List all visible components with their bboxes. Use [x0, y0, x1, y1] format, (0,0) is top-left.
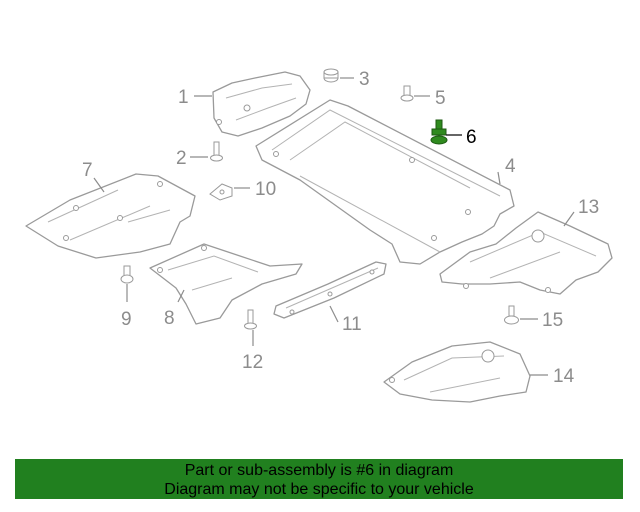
- callout-10: 10: [255, 179, 276, 200]
- callout-12: 12: [242, 352, 263, 373]
- part-7-shield: [25, 173, 196, 259]
- callout-11: 11: [342, 314, 362, 335]
- part-6-fastener-highlighted: [430, 119, 448, 145]
- callout-1: 1: [178, 87, 189, 108]
- callout-2: 2: [176, 148, 187, 169]
- part-1-shield: [212, 71, 311, 137]
- callout-3: 3: [359, 69, 370, 90]
- callout-9: 9: [121, 309, 132, 330]
- info-banner: Part or sub-assembly is #6 in diagram Di…: [15, 459, 623, 499]
- callout-15: 15: [542, 310, 563, 331]
- part-10-bracket: [209, 183, 233, 201]
- part-15-bolt: [504, 305, 519, 325]
- callout-8: 8: [164, 308, 175, 329]
- callout-7: 7: [82, 160, 93, 181]
- part-14-shield: [383, 341, 531, 403]
- part-11-bracket: [273, 261, 387, 319]
- callout-4: 4: [505, 156, 516, 177]
- leader-lines: [93, 77, 575, 376]
- part-13-shield: [439, 211, 613, 295]
- part-3-nut: [323, 68, 339, 83]
- part-4-underbody-panel: [255, 99, 515, 265]
- callout-14: 14: [553, 366, 575, 387]
- part-12-bolt: [244, 309, 257, 330]
- part-2-bolt: [210, 141, 223, 162]
- part-8-shield: [149, 243, 303, 325]
- part-5-clip: [400, 85, 414, 102]
- callout-6: 6: [466, 127, 477, 148]
- banner-line-1: Part or sub-assembly is #6 in diagram: [184, 462, 454, 479]
- callout-5: 5: [435, 88, 446, 109]
- callout-13: 13: [578, 197, 599, 218]
- part-9-clip: [120, 265, 134, 284]
- banner-line-2: Diagram may not be specific to your vehi…: [164, 481, 474, 498]
